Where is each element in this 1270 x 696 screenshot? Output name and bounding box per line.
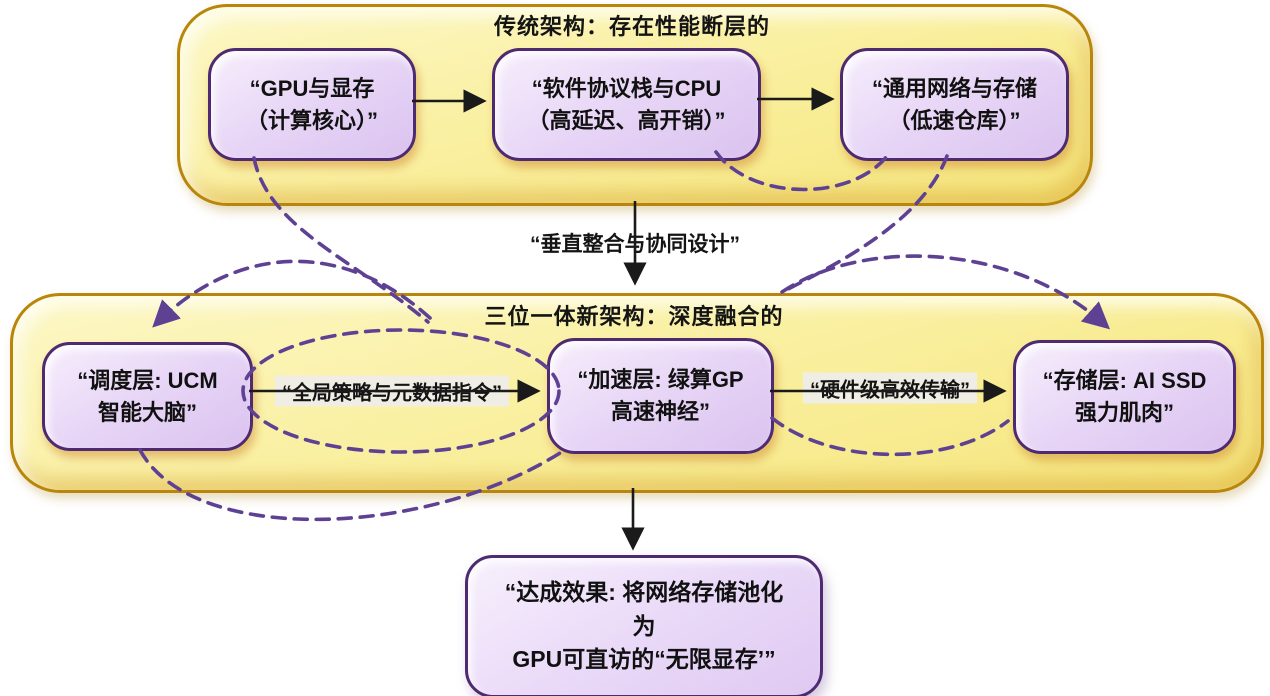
node-gpu-memory-line1: “GPU与显存 — [249, 75, 375, 101]
node-generic-network-storage-line2: （低速仓库）” — [888, 107, 1021, 133]
node-storage-layer-ssd-line1: “存储层: AI SSD — [1042, 368, 1207, 394]
dashed-curve-gpu-down — [252, 156, 430, 324]
dashed-arc-stack-network — [714, 150, 892, 192]
node-scheduler-ucm-line2: 智能大脑” — [97, 399, 197, 425]
node-result-effect-line3: GPU可直访的“无限显存’” — [512, 646, 776, 673]
node-result-effect-line1: “达成效果: 将网络存储池化 — [504, 579, 784, 606]
node-storage-layer-ssd: “存储层: AI SSD 强力肌肉” — [1013, 340, 1236, 454]
node-result-effect-line2: 为 — [632, 612, 656, 639]
dashed-arc-to-storage — [780, 254, 1111, 330]
dashed-arc-scheduler-accelerator-bottom — [138, 448, 562, 522]
node-generic-network-storage: “通用网络与存储 （低速仓库）” — [840, 48, 1069, 161]
traditional-architecture-title: 传统架构：存在性能断层的 — [493, 14, 771, 39]
node-accelerator-layer: “加速层: 绿算GP 高速神经” — [547, 338, 774, 454]
dashed-arc-to-scheduler — [152, 259, 432, 328]
node-gpu-memory-line2: （计算核心）” — [245, 107, 378, 133]
node-generic-network-storage-line1: “通用网络与存储 — [871, 75, 1037, 101]
node-storage-layer-ssd-line2: 强力肌肉” — [1074, 400, 1174, 425]
node-result-effect: “达成效果: 将网络存储池化 为 GPU可直访的“无限显存’” — [465, 555, 823, 696]
dashed-curve-network-down — [786, 154, 949, 291]
node-software-stack-cpu-line2: （高延迟、高开销）” — [527, 107, 726, 133]
node-gpu-memory: “GPU与显存 （计算核心）” — [208, 48, 416, 161]
new-architecture-title: 三位一体新架构：深度融合的 — [484, 304, 784, 329]
node-accelerator-layer-line1: “加速层: 绿算GP — [577, 367, 744, 393]
dashed-ellipse-global-policy — [241, 328, 561, 454]
dashed-arc-accelerator-storage-bottom — [770, 416, 1010, 457]
node-software-stack-cpu-line1: “软件协议栈与CPU — [531, 75, 722, 101]
node-scheduler-ucm-line1: “调度层: UCM — [77, 367, 218, 393]
node-scheduler-ucm: “调度层: UCM 智能大脑” — [42, 342, 253, 451]
node-accelerator-layer-line2: 高速神经” — [610, 399, 710, 424]
node-software-stack-cpu: “软件协议栈与CPU （高延迟、高开销）” — [492, 48, 761, 161]
